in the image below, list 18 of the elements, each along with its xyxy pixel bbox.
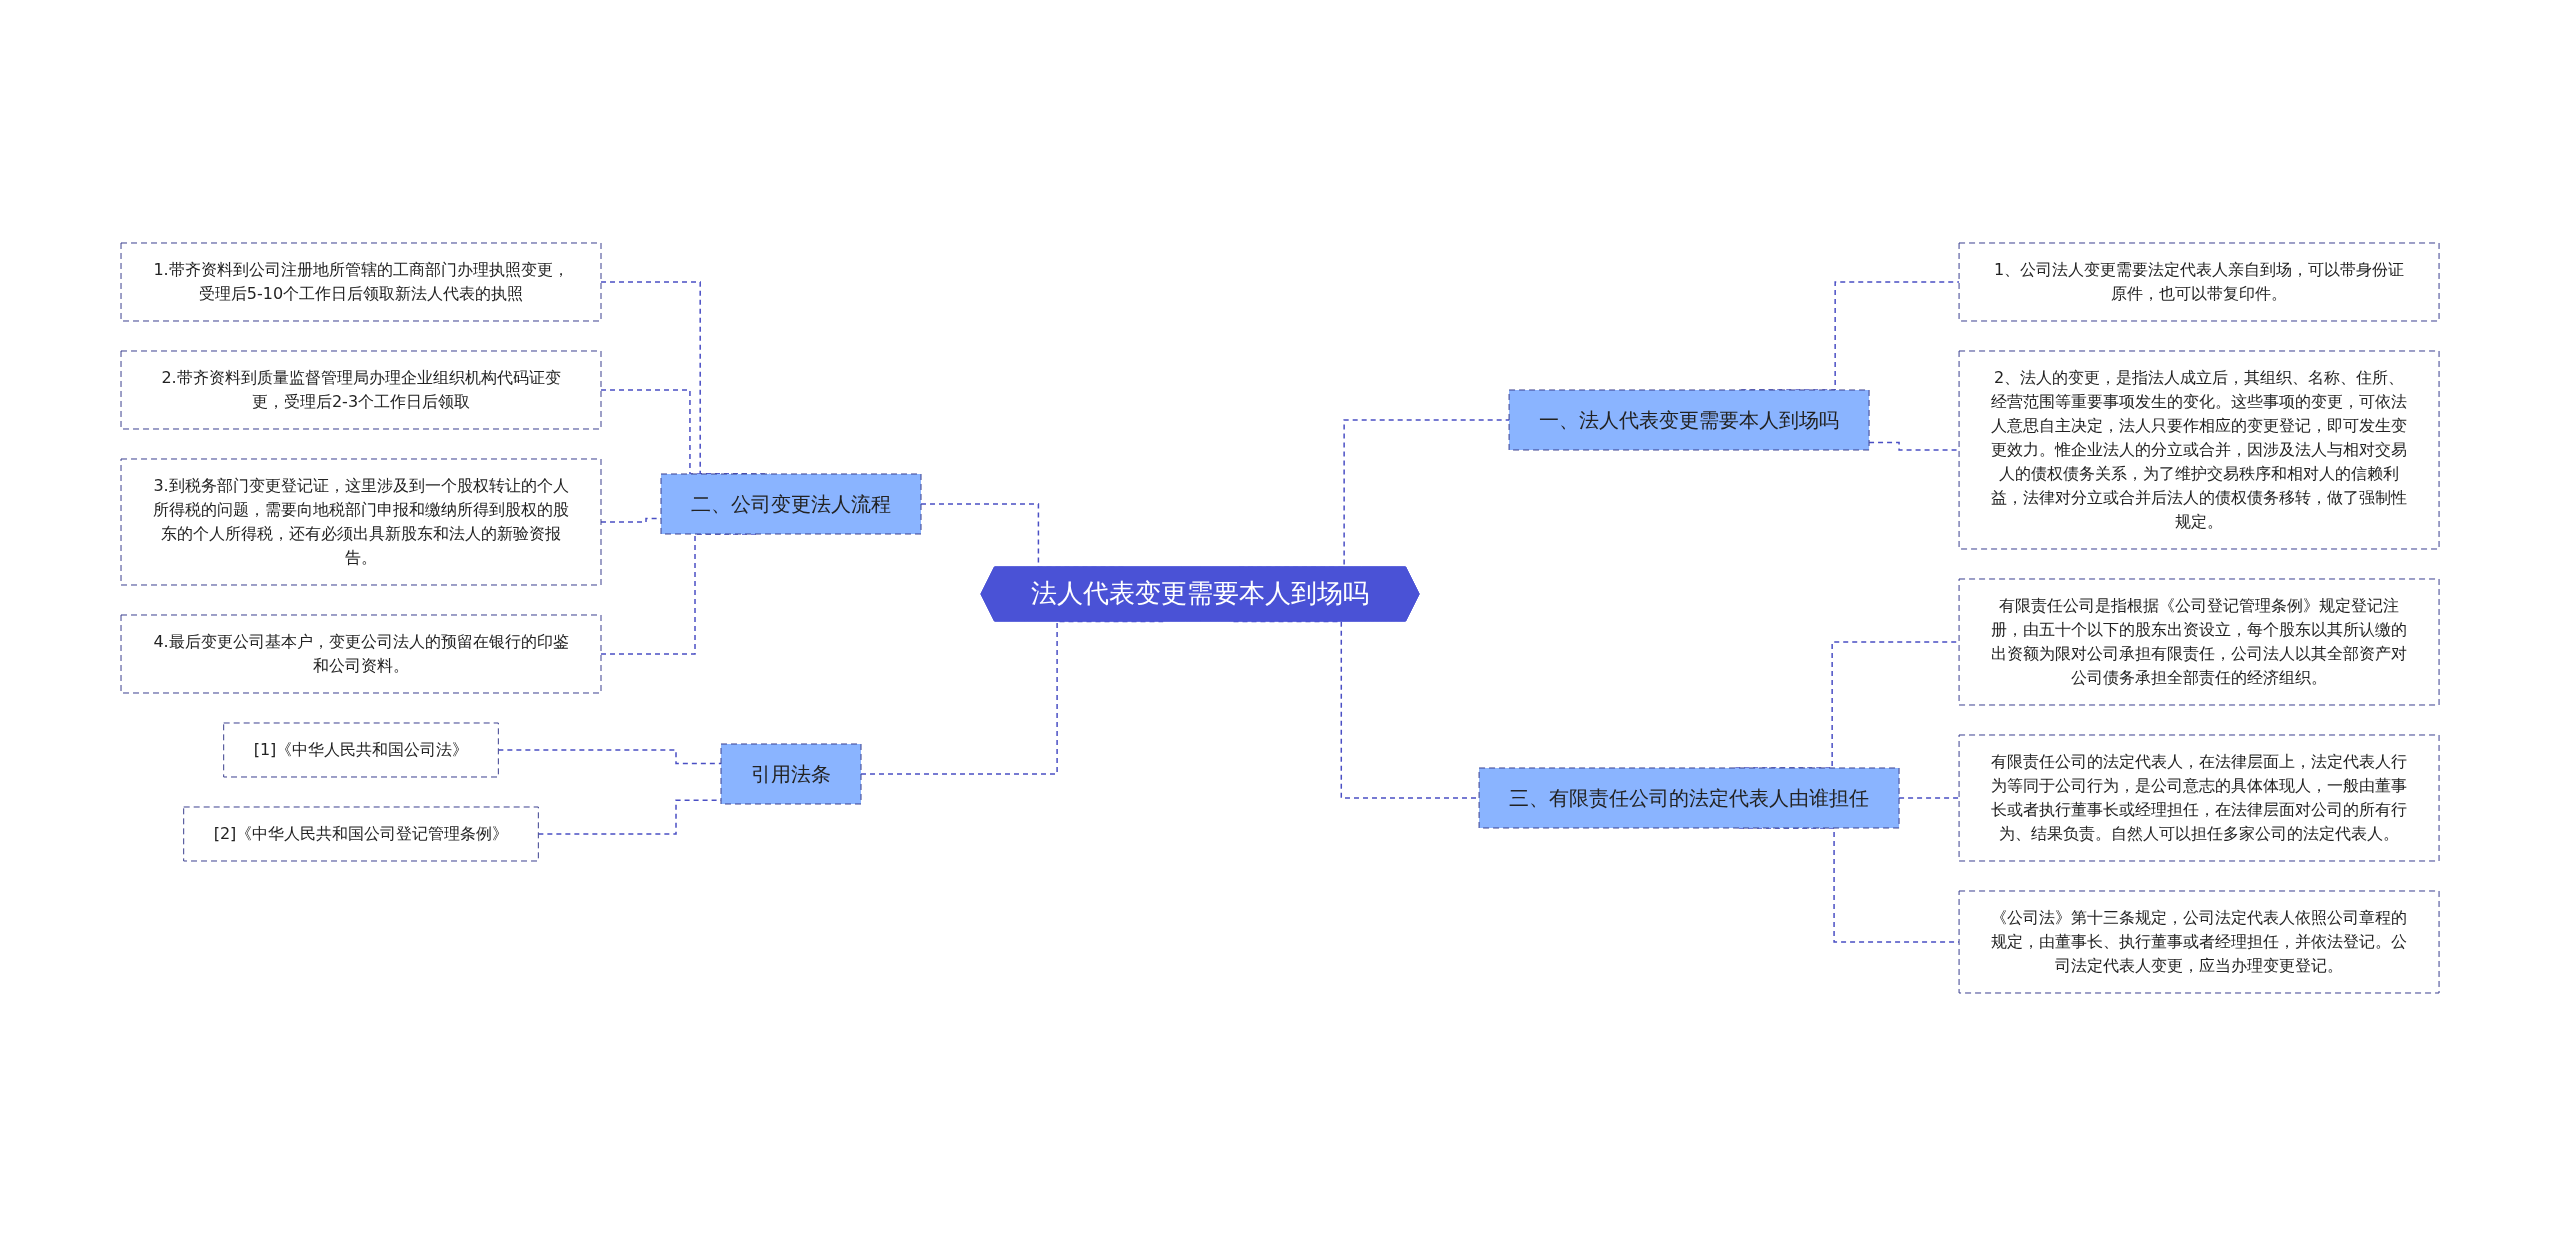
node-box: 有限责任公司是指根据《公司登记管理条例》规定登记注册，由五十个以下的股东出资设立，每个股东以其所认缴的出资额为限对公司承担有限责任，公司法人以其全部资产对公司债务承担全部责任的经济组织。 xyxy=(1958,578,2440,705)
node-box: [2]《中华人民共和国公司登记管理条例》 xyxy=(183,806,539,861)
node-box: 2、法人的变更，是指法人成立后，其组织、名称、住所、经营范围等重要事项发生的变化。这些事项的变更，可依法人意思自主决定，法人只要作相应的变更登记，即可发生变更效力。惟企业法人的分立或合并，因涉及法人与相对交易人的债权债务关系，为了维护交易秩序和相对人的信赖利益，法律对分立或合并后法人的债权债务移转，做了强制性规定。 xyxy=(1958,350,2440,549)
node-box: [1]《中华人民共和国公司法》 xyxy=(223,722,499,777)
connector xyxy=(1868,441,1960,451)
node-box: 4.最后变更公司基本户，变更公司法人的预留在银行的印鉴和公司资料。 xyxy=(120,614,602,693)
connector xyxy=(1898,796,1960,799)
node-box: 《公司法》第十三条规定，公司法定代表人依照公司章程的规定，由董事长、执行董事或者经理担任，并依法登记。公司法定代表人变更，应当办理变更登记。 xyxy=(1958,890,2440,993)
node-box: 三、有限责任公司的法定代表人由谁担任 xyxy=(1478,767,1900,828)
node-box: 2.带齐资料到质量监督管理局办理企业组织机构代码证变更，受理后2-3个工作日后领取 xyxy=(120,350,602,429)
node-box: 1、公司法人变更需要法定代表人亲自到场，可以带身份证原件，也可以带复印件。 xyxy=(1958,242,2440,321)
node-box: 引用法条 xyxy=(720,743,862,804)
connector xyxy=(497,748,722,764)
node-box: 二、公司变更法人流程 xyxy=(660,473,922,534)
node-box: 3.到税务部门变更登记证，这里涉及到一个股权转让的个人所得税的问题，需要向地税部门申报和缴纳所得到股权的股东的个人所得税，还有必须出具新股东和法人的新验资报告。 xyxy=(120,458,602,585)
node-box: 有限责任公司的法定代表人，在法律层面上，法定代表人行为等同于公司行为，是公司意志的具体体现人，一般由董事长或者执行董事长或经理担任，在法律层面对公司的所有行为、结果负责。自然人可以担任多家公司的法定代表人。 xyxy=(1958,734,2440,861)
node-box: 1.带齐资料到公司注册地所管辖的工商部门办理执照变更，受理后5-10个工作日后领取新法人代表的执照 xyxy=(120,242,602,321)
node-box: 一、法人代表变更需要本人到场吗 xyxy=(1508,389,1870,450)
